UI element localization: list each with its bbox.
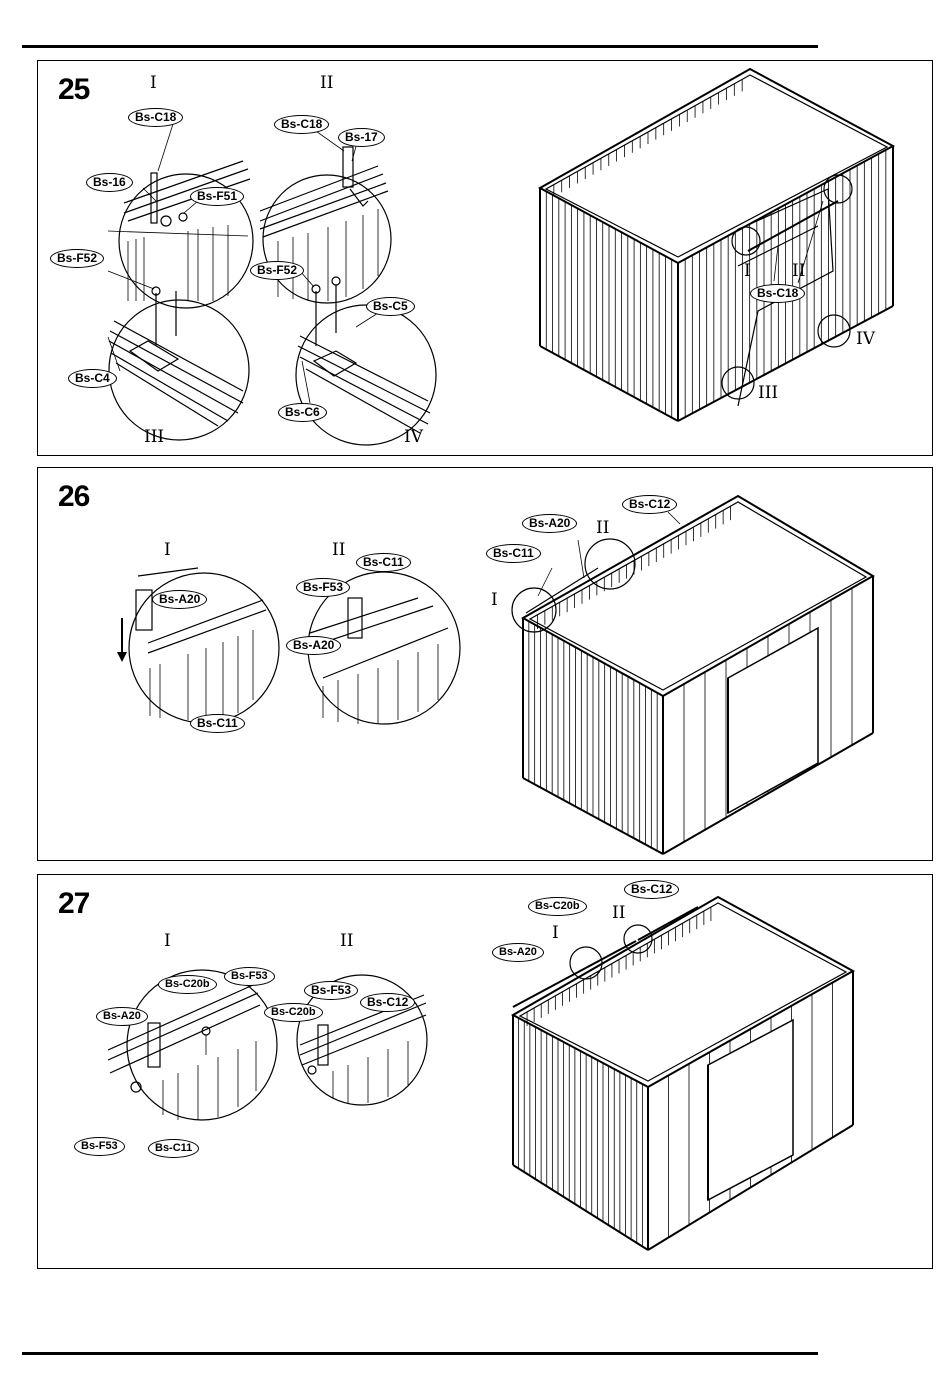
label-bs-c20b-detail-i: Bs-C20b (158, 975, 217, 994)
label-bs-f52-detail-iii: Bs-F52 (50, 249, 104, 268)
label-bs-f53: Bs-F53 (296, 578, 350, 597)
main-numeral-ii: II (596, 518, 609, 538)
numeral-ii: II (332, 540, 345, 560)
numeral-i: I (164, 931, 171, 951)
main-numeral-i: I (491, 590, 498, 610)
step-27-panel: 27 I II Bs-C2 (37, 874, 933, 1269)
label-bs-c4: Bs-C4 (68, 369, 117, 388)
main-numeral-iii: III (758, 383, 778, 403)
label-bs-f53-detail-ii: Bs-F53 (304, 981, 358, 1000)
label-bs-f53-bottom: Bs-F53 (74, 1137, 125, 1156)
numeral-i: I (164, 540, 171, 560)
label-bs-c6: Bs-C6 (278, 403, 327, 422)
label-bs-c20b-main: Bs-C20b (528, 897, 587, 916)
top-rule (22, 45, 818, 48)
step-27-drawing (38, 875, 934, 1270)
label-bs-a20-detail-i: Bs-A20 (152, 590, 207, 609)
label-bs-c20b-detail-ii: Bs-C20b (264, 1003, 323, 1022)
label-bs-16: Bs-16 (86, 173, 133, 192)
numeral-iv: IV (404, 427, 423, 447)
step-26-panel: 26 I II Bs-A2 (37, 467, 933, 861)
label-bs-a20-detail-ii: Bs-A20 (286, 636, 341, 655)
main-numeral-ii: II (612, 903, 625, 923)
label-bs-a20: Bs-A20 (96, 1007, 148, 1026)
label-bs-c18-detail-ii: Bs-C18 (274, 115, 329, 134)
label-bs-c11-detail-i: Bs-C11 (190, 714, 245, 733)
label-bs-c18-detail-i: Bs-C18 (128, 108, 183, 127)
main-numeral-iv: IV (856, 329, 875, 349)
label-bs-f53-top: Bs-F53 (224, 967, 275, 986)
label-bs-f51: Bs-F51 (190, 187, 244, 206)
label-bs-c5: Bs-C5 (366, 297, 415, 316)
label-bs-c11-main: Bs-C11 (486, 544, 541, 563)
step-25-panel: 25 (37, 60, 933, 456)
bottom-rule (22, 1352, 818, 1355)
label-bs-a20-main: Bs-A20 (492, 943, 544, 962)
label-bs-c12-main: Bs-C12 (622, 495, 677, 514)
main-numeral-i: I (744, 261, 751, 281)
label-bs-17: Bs-17 (338, 128, 385, 147)
label-bs-c12-main: Bs-C12 (624, 880, 679, 899)
numeral-ii: II (340, 931, 353, 951)
step-26-drawing (38, 468, 934, 862)
numeral-iii: III (144, 427, 164, 447)
label-bs-c18-main: Bs-C18 (750, 284, 805, 303)
numeral-ii: II (320, 73, 333, 93)
main-numeral-ii: II (792, 261, 805, 281)
main-numeral-i: I (552, 923, 559, 943)
label-bs-c11: Bs-C11 (148, 1139, 199, 1158)
label-bs-a20-main: Bs-A20 (522, 514, 577, 533)
numeral-i: I (150, 73, 157, 93)
label-bs-f52-detail-iv: Bs-F52 (250, 261, 304, 280)
label-bs-c11-detail-ii: Bs-C11 (356, 553, 411, 572)
label-bs-c12: Bs-C12 (360, 993, 415, 1012)
